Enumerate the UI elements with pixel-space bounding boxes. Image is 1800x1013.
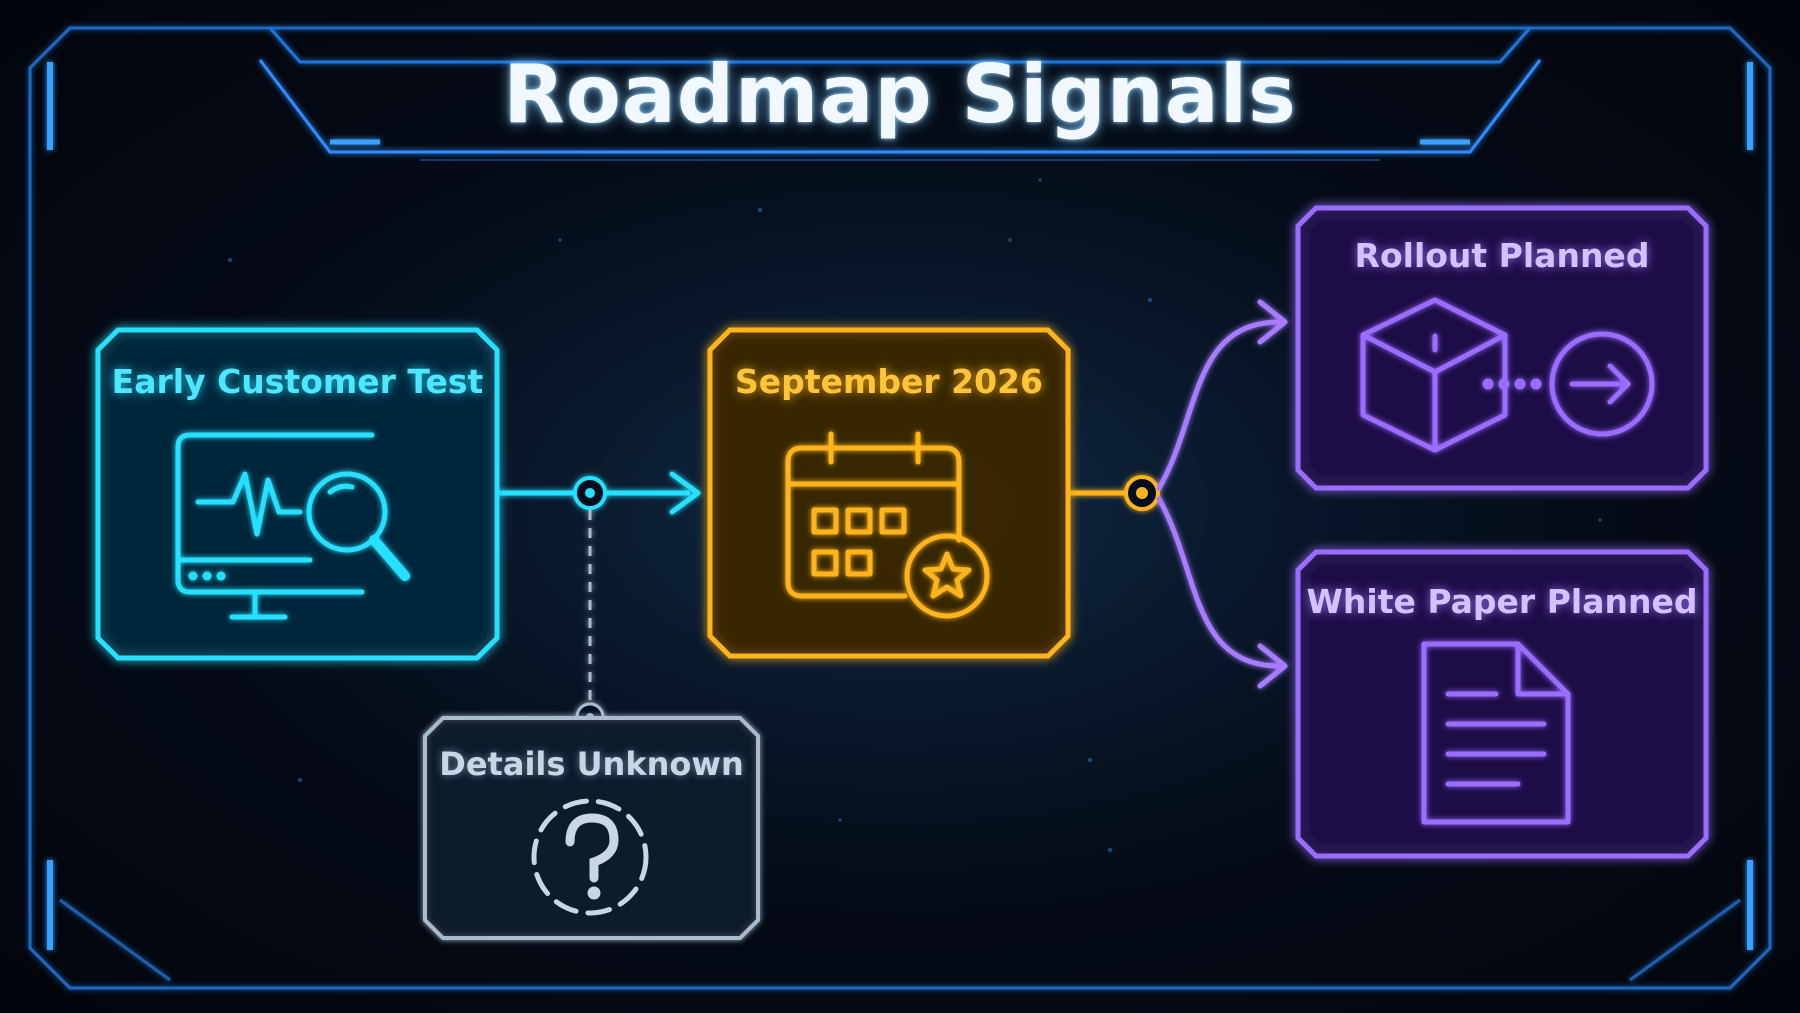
edge-date-to-outcomes [1068,299,1288,689]
node-label-rollout-planned: Rollout Planned [1354,236,1650,275]
monitor-search-icon [175,432,410,620]
node-white-paper-planned [1295,549,1709,859]
hud-frame [28,26,1772,990]
document-icon [1421,641,1571,825]
node-label-white-paper-planned: White Paper Planned [1306,582,1698,621]
edge-early-to-date [497,471,701,515]
node-september-2026 [707,327,1071,659]
node-label-details-unknown: Details Unknown [439,745,744,783]
node-rollout-planned [1295,205,1709,491]
diagram-title: Roadmap Signals [503,48,1297,141]
calendar-star-icon [785,431,990,619]
node-label-early-customer-test: Early Customer Test [111,362,484,401]
node-label-september-2026: September 2026 [735,362,1043,401]
box-arrow-icon [1360,297,1655,453]
node-details-unknown [423,716,760,940]
background-particles [228,178,1602,902]
node-early-customer-test [95,327,500,661]
question-icon [531,798,649,916]
